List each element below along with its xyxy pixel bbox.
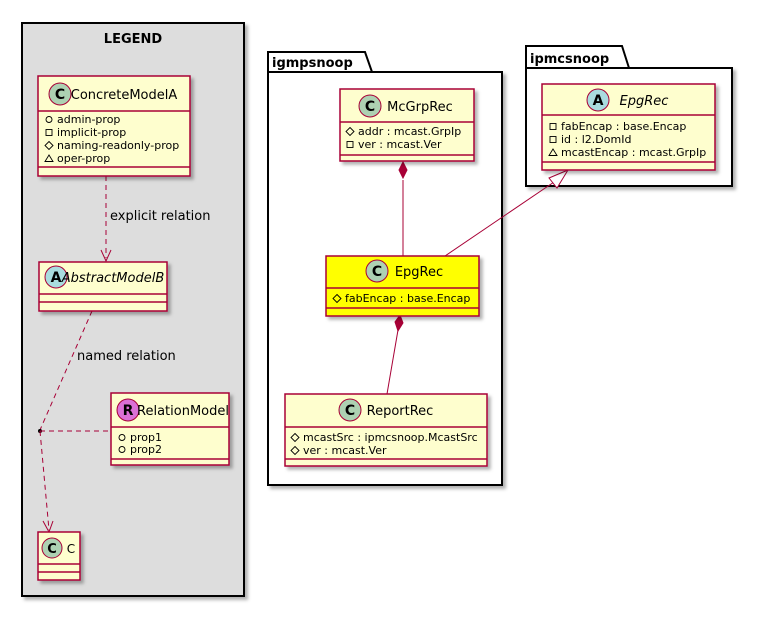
class-c[interactable]: C C — [37, 531, 81, 581]
package-relations — [386, 160, 570, 395]
package-name: ipmcsnoop — [530, 52, 609, 67]
composition-diamond — [394, 313, 404, 333]
private-visibility-icon — [346, 141, 354, 148]
class-prop: implicit-prop — [57, 126, 126, 139]
class-prop: ver : mcast.Ver — [358, 138, 442, 151]
legend-title: LEGEND — [104, 32, 163, 47]
class-epgrec-highlighted[interactable]: C EpgRec fabEncap : base.Encap — [325, 255, 480, 317]
package-visibility-icon — [44, 154, 54, 162]
class-name: McGrpRec — [387, 100, 453, 115]
package-visibility-icon — [548, 148, 558, 156]
abstract-stereotype-icon — [586, 88, 610, 112]
protected-visibility-icon — [290, 445, 300, 456]
protected-visibility-icon — [290, 432, 300, 443]
class-concrete-model-a[interactable]: C ConcreteModelA admin-propimplicit-prop… — [37, 75, 191, 177]
class-name: ReportRec — [367, 404, 434, 419]
private-visibility-icon — [549, 136, 557, 143]
abstract-stereotype-icon — [44, 265, 68, 289]
class-prop: fabEncap : base.Encap — [561, 120, 686, 133]
protected-visibility-icon — [345, 126, 355, 137]
class-prop: prop2 — [130, 443, 162, 456]
class-stereotype-letter: A — [593, 93, 604, 109]
class-stereotype-letter: C — [365, 99, 375, 115]
class-name: RelationModel — [137, 404, 229, 419]
class-stereotype-letter: C — [345, 403, 355, 419]
class-box — [284, 393, 488, 467]
named-relation-line — [39, 310, 93, 431]
class-prop: oper-prop — [57, 152, 110, 165]
named-relation-to-c-line — [39, 430, 50, 531]
class-stereotype-icon — [358, 94, 382, 118]
generalization-line — [444, 179, 558, 257]
class-stereotype-icon — [365, 259, 389, 283]
class-prop: admin-prop — [57, 113, 120, 126]
explicit-relation-arrowhead — [100, 249, 112, 263]
class-prop: mcastSrc : ipmcsnoop.McastSrc — [303, 431, 478, 444]
class-prop: addr : mcast.GrpIp — [358, 125, 461, 138]
class-name: AbstractModelB — [61, 271, 165, 286]
class-stereotype-icon — [41, 537, 63, 559]
composition-diamond — [398, 160, 408, 180]
class-stereotype-letter: C — [372, 264, 382, 280]
public-visibility-icon — [45, 116, 53, 123]
private-visibility-icon — [549, 123, 557, 130]
package-tab — [267, 51, 373, 73]
public-visibility-icon — [118, 446, 126, 453]
class-box — [325, 255, 480, 317]
generalization-arrowhead — [548, 168, 570, 189]
class-props: fabEncap : base.Encap — [332, 292, 470, 305]
class-prop: id : l2.DomId — [561, 133, 631, 146]
explicit-relation-label: explicit relation — [110, 209, 210, 224]
class-stereotype-icon — [338, 398, 362, 422]
package-name: igmpsnoop — [272, 56, 353, 71]
class-abstract-model-b[interactable]: A AbstractModelB — [38, 261, 168, 312]
class-box — [37, 531, 81, 581]
class-stereotype-letter: R — [123, 403, 134, 419]
named-relation-label: named relation — [77, 349, 176, 364]
class-prop: ver : mcast.Ver — [303, 444, 387, 457]
relation-stereotype-icon — [116, 398, 140, 422]
class-name: ConcreteModelA — [71, 88, 178, 103]
class-props: admin-propimplicit-propnaming-readonly-p… — [44, 113, 179, 165]
class-prop: fabEncap : base.Encap — [345, 292, 470, 305]
class-reportrec[interactable]: C ReportRec mcastSrc : ipmcsnoop.McastSr… — [284, 393, 488, 467]
class-prop: mcastEncap : mcast.GrpIp — [561, 146, 706, 159]
class-prop: naming-readonly-prop — [57, 139, 179, 152]
class-name: C — [67, 542, 75, 556]
package-tab — [525, 45, 630, 69]
protected-visibility-icon — [44, 140, 54, 151]
composition-epg-report — [386, 329, 399, 395]
class-name: EpgRec — [620, 94, 669, 109]
class-stereotype-letter: C — [47, 542, 57, 557]
class-name: EpgRec — [395, 265, 443, 280]
legend-relations: explicit relation named relation — [38, 176, 210, 534]
class-box — [541, 83, 716, 171]
public-visibility-icon — [118, 434, 126, 441]
class-stereotype-letter: C — [55, 87, 65, 103]
class-stereotype-icon — [48, 82, 72, 106]
protected-visibility-icon — [332, 293, 342, 304]
class-stereotype-letter: A — [51, 270, 62, 286]
private-visibility-icon — [45, 129, 53, 136]
class-prop: prop1 — [130, 431, 162, 444]
